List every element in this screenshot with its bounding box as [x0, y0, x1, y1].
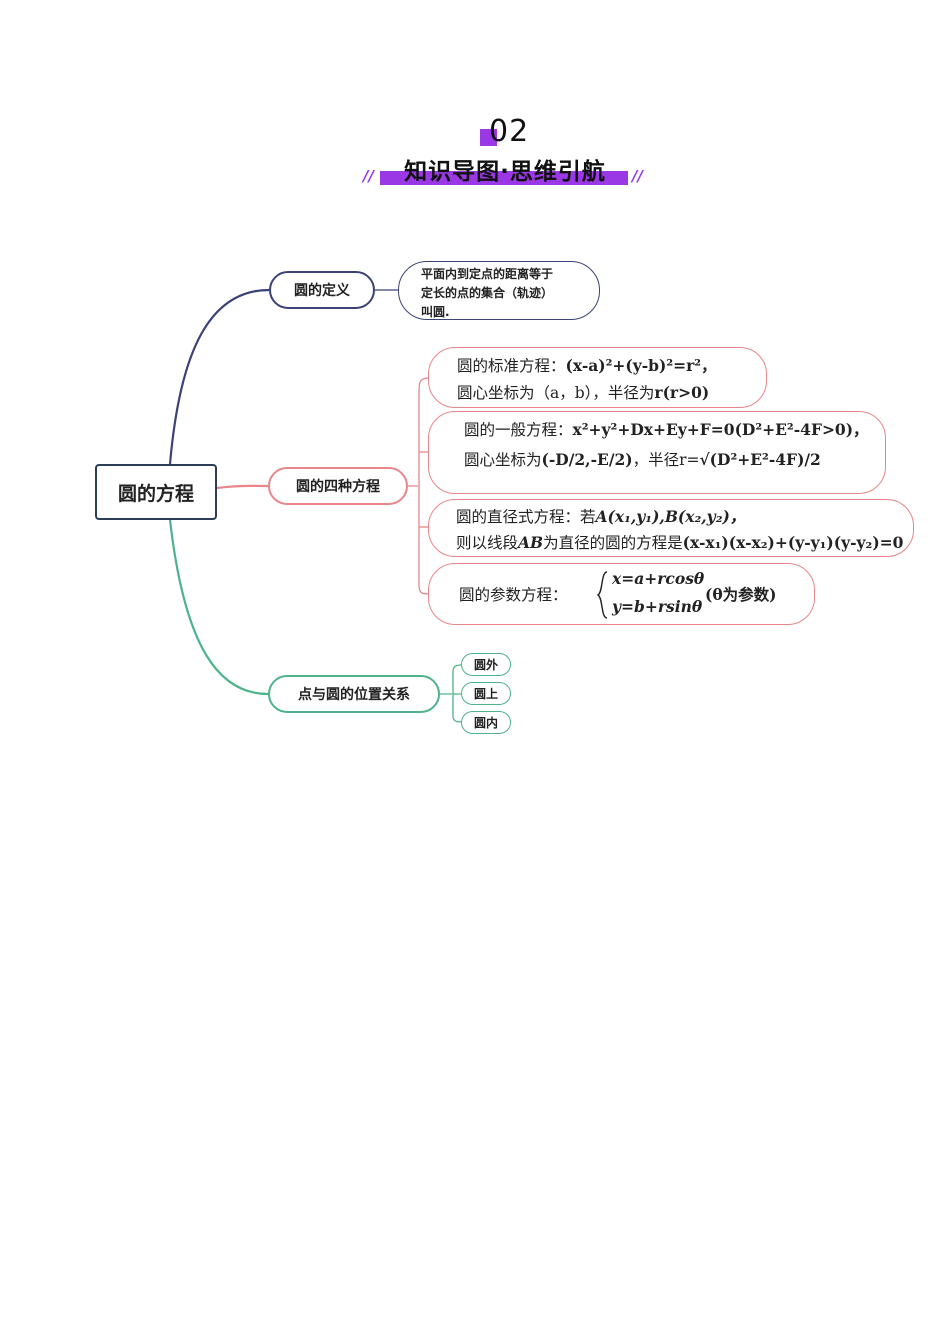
standard-radius: r(r>0)	[654, 383, 710, 402]
title-slash-left: //	[363, 167, 374, 185]
branch-four-equations: 圆的四种方程	[268, 467, 408, 505]
leaf-on: 圆上	[461, 682, 511, 705]
parametric-equation-card: 圆的参数方程： x=a+rcosθ y=b+rsinθ (θ为参数)	[428, 563, 815, 625]
title-slash-right: //	[632, 167, 643, 185]
general-equation-card: 圆的一般方程：x²+y²+Dx+Ey+F=0(D²+E²-4F>0)， 圆心坐标…	[428, 411, 886, 494]
general-prefix: 圆的一般方程：	[464, 421, 573, 439]
parametric-y: y=b+rsinθ	[612, 597, 703, 616]
link-position-bracket	[440, 664, 462, 723]
general-center-text: 圆心坐标为	[464, 451, 542, 469]
page-title: 知识导图·思维引航	[404, 159, 606, 185]
link-equations-bracket	[408, 377, 429, 595]
diameter-prefix: 圆的直径式方程：若	[456, 508, 596, 526]
leaf-inside: 圆内	[461, 711, 511, 734]
general-formula: x²+y²+Dx+Ey+F=0(D²+E²-4F>0)，	[572, 420, 869, 439]
general-radius: √(D²+E²-4F)/2	[699, 450, 821, 469]
left-brace-icon	[597, 571, 608, 619]
diameter-line2-mid: 为直径的圆的方程是	[543, 534, 683, 552]
parametric-suffix: (θ为参数)	[705, 585, 777, 604]
general-radius-text: ，半径r=	[632, 451, 700, 469]
standard-formula: (x-a)²+(y-b)²=r²，	[565, 356, 717, 375]
diameter-points: A(x₁,y₁),B(x₂,y₂)，	[595, 507, 746, 526]
parametric-prefix: 圆的参数方程：	[459, 586, 568, 604]
accent-square	[480, 129, 497, 146]
parametric-x: x=a+rcosθ	[612, 569, 705, 588]
branch-position-relation: 点与圆的位置关系	[268, 675, 440, 713]
root-node: 圆的方程	[95, 464, 217, 520]
leaf-outside: 圆外	[461, 653, 511, 676]
branch-definition: 圆的定义	[269, 271, 375, 309]
definition-line-2: 定长的点的集合（轨迹）	[421, 286, 554, 300]
diameter-formula: (x-x₁)(x-x₂)+(y-y₁)(y-y₂)=0	[682, 533, 904, 552]
definition-detail: 平面内到定点的距离等于 定长的点的集合（轨迹） 叫圆.	[398, 261, 600, 320]
standard-prefix: 圆的标准方程：	[457, 357, 566, 375]
section-number: 02	[475, 112, 535, 152]
definition-line-1: 平面内到定点的距离等于	[421, 267, 554, 281]
general-center: (-D/2,-E/2)	[541, 450, 633, 469]
standard-equation-card: 圆的标准方程：(x-a)²+(y-b)²=r²， 圆心坐标为（a，b），半径为r…	[428, 347, 767, 408]
link-root-position	[168, 519, 269, 696]
title-underline-bar	[380, 171, 628, 185]
standard-center-text: 圆心坐标为（a，b），半径为	[457, 384, 655, 402]
link-root-definition	[168, 288, 270, 465]
section-number-text: 02	[489, 114, 530, 149]
diameter-equation-card: 圆的直径式方程：若A(x₁,y₁),B(x₂,y₂)， 则以线段AB为直径的圆的…	[428, 499, 914, 557]
diameter-line2-prefix: 则以线段	[456, 534, 519, 552]
diameter-segment: AB	[518, 533, 544, 552]
link-root-equations	[216, 484, 269, 490]
definition-line-3: 叫圆.	[421, 305, 450, 319]
